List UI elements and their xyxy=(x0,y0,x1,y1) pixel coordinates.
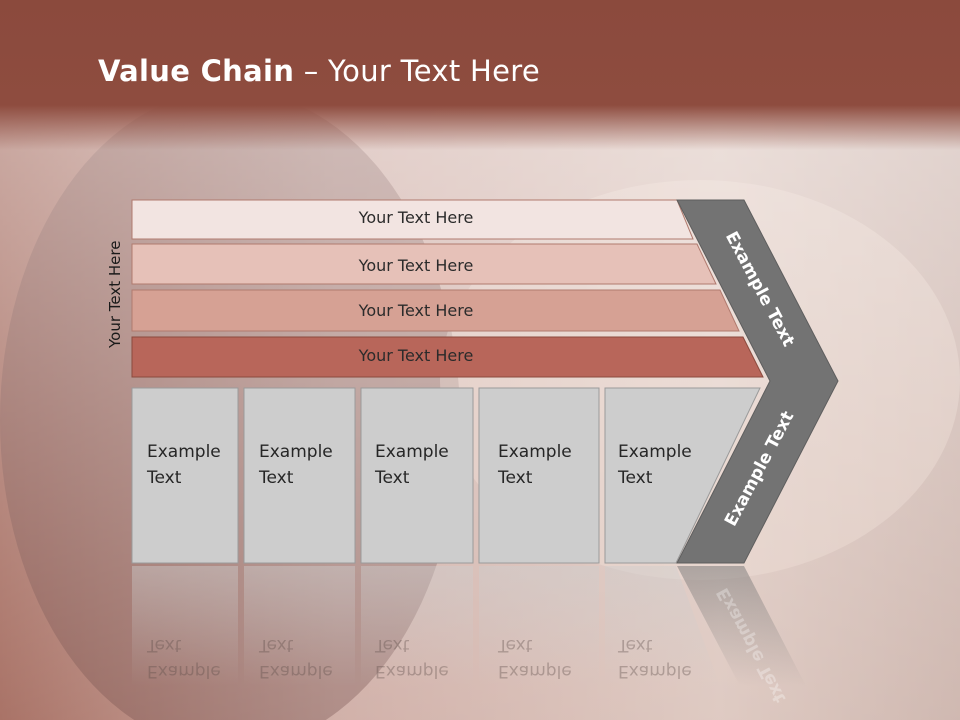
bar-2 xyxy=(131,243,717,285)
cell-4 xyxy=(478,387,600,564)
cell-5 xyxy=(604,387,761,564)
bar-1 xyxy=(131,199,694,240)
cell-3-refl-line1: Example xyxy=(375,661,449,681)
slide-title: Value Chain – Your Text Here xyxy=(98,54,540,88)
cell-3 xyxy=(360,387,474,564)
cell-4-reflection xyxy=(479,566,599,686)
cell-2-reflection-text: Example Text xyxy=(259,632,333,684)
chevron-arrow xyxy=(676,199,839,564)
bar-2-label: Your Text Here xyxy=(358,256,474,275)
cell-4-refl-line2: Text xyxy=(498,635,533,655)
bar-1-label: Your Text Here xyxy=(358,208,474,227)
cell-4-reflection-text: Example Text xyxy=(498,632,572,684)
bar-4 xyxy=(131,336,764,378)
cell-1-refl-line2: Text xyxy=(147,635,182,655)
cell-4-refl-line1: Example xyxy=(498,661,572,681)
cell-1-line2: Text xyxy=(147,468,182,488)
cell-5-reflection-text: Example Text xyxy=(618,632,692,684)
cell-2-line1: Example xyxy=(259,442,333,462)
side-label: Your Text Here xyxy=(106,240,124,348)
cell-2 xyxy=(243,387,356,564)
cell-2-refl-line2: Text xyxy=(259,635,294,655)
header-band xyxy=(0,0,960,150)
bar-4-label: Your Text Here xyxy=(358,346,474,365)
cell-1 xyxy=(131,387,239,564)
cell-2-refl-line1: Example xyxy=(259,661,333,681)
cell-4-line2: Text xyxy=(498,468,533,488)
title-rest: – Your Text Here xyxy=(294,54,540,88)
chevron-reflection xyxy=(677,566,806,686)
cell-1-line1: Example xyxy=(147,442,221,462)
cell-2-reflection xyxy=(244,566,355,686)
cell-3-line2: Text xyxy=(375,468,410,488)
cell-1-refl-line1: Example xyxy=(147,661,221,681)
cell-5-line1: Example xyxy=(618,442,692,462)
cell-3-reflection xyxy=(361,566,473,686)
cell-3-line1: Example xyxy=(375,442,449,462)
cell-2-line2: Text xyxy=(259,468,294,488)
cell-5-reflection xyxy=(605,566,720,686)
cell-5-refl-line2: Text xyxy=(618,635,653,655)
bar-3-label: Your Text Here xyxy=(358,301,474,320)
cell-5-line2: Text xyxy=(618,468,653,488)
title-bold: Value Chain xyxy=(98,54,295,88)
cell-1-reflection xyxy=(132,566,238,686)
cell-3-reflection-text: Example Text xyxy=(375,632,449,684)
bar-3 xyxy=(131,289,740,332)
cell-1-reflection-text: Example Text xyxy=(147,632,221,684)
cell-4-line1: Example xyxy=(498,442,572,462)
cell-5-refl-line1: Example xyxy=(618,661,692,681)
cell-3-refl-line2: Text xyxy=(375,635,410,655)
